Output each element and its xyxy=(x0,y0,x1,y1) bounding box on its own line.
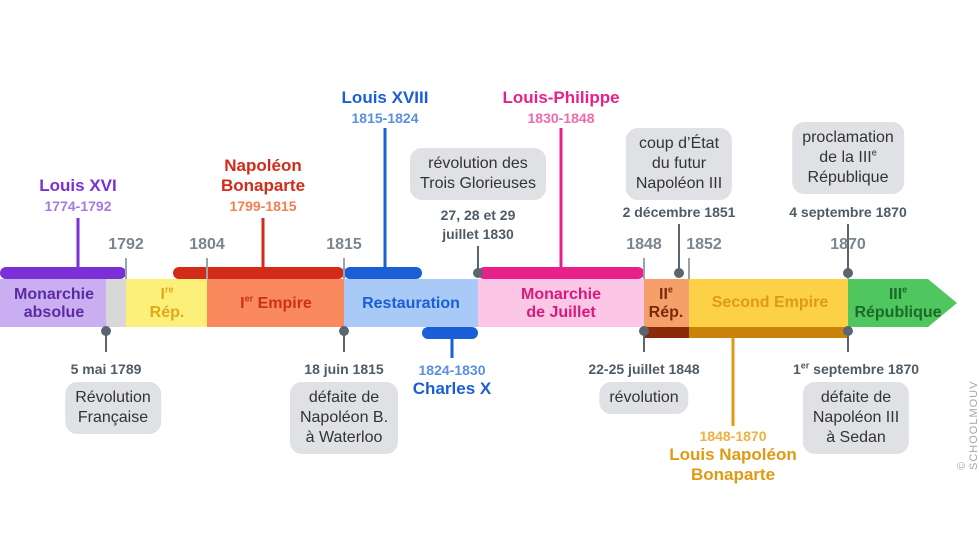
year-1792: 1792 xyxy=(108,236,144,253)
ruler-louis-xviii-name: Louis XVIII xyxy=(341,88,429,107)
bar-charles-x xyxy=(422,327,478,339)
event-coup-etat-bubble: coup d’État du futur Napoléon III xyxy=(625,128,733,200)
segment-monarchie-juillet xyxy=(478,279,644,327)
label-deuxieme-republique: IIe Rép. xyxy=(648,284,684,321)
dot-coup-etat xyxy=(674,268,684,278)
label-troisieme-republique: IIIe République xyxy=(854,284,942,321)
segment-premier-empire xyxy=(207,279,344,327)
event-sedan-bubble: défaite de Napoléon III à Sedan xyxy=(802,382,910,454)
year-1815: 1815 xyxy=(326,236,362,253)
event-revolution-1789-bubble: Révolution Française xyxy=(65,382,161,434)
dot-waterloo xyxy=(339,326,349,336)
segment-premiere-republique xyxy=(126,279,207,327)
bar-louis-xvi xyxy=(0,267,126,279)
dot-proclamation xyxy=(843,268,853,278)
label-restauration: Restauration xyxy=(362,295,460,312)
event-trois-glorieuses-bubble: révolution des Trois Glorieuses xyxy=(410,148,546,200)
ruler-louis-napoleon-name: Louis Napoléon Bonaparte xyxy=(669,445,797,484)
year-1848: 1848 xyxy=(626,236,662,253)
schoolmouv-watermark: © SCHOOLMOUV xyxy=(956,380,979,470)
ruler-charles-x-dates: 1824-1830 xyxy=(418,362,486,378)
label-monarchie-juillet: Monarchie de Juillet xyxy=(520,286,602,321)
dot-revolution-1848 xyxy=(639,326,649,336)
ruler-louis-xvi-dates: 1774-1792 xyxy=(44,198,112,214)
ruler-louis-philippe-name: Louis-Philippe xyxy=(502,88,620,107)
segment-deuxieme-republique xyxy=(644,279,689,327)
event-coup-etat-date: 2 décembre 1851 xyxy=(622,204,736,220)
segment-troisieme-republique xyxy=(848,279,957,327)
dot-trois-glorieuses xyxy=(473,268,483,278)
event-revolution-1848-date: 22-25 juillet 1848 xyxy=(588,361,700,377)
event-waterloo-bubble: défaite de Napoléon B. à Waterloo xyxy=(289,382,399,454)
label-premiere-republique: Ire Rép. xyxy=(149,284,185,321)
event-proclamation-date: 4 septembre 1870 xyxy=(789,204,907,220)
label-second-empire: Second Empire xyxy=(711,294,829,311)
ruler-louis-napoleon-dates: 1848-1870 xyxy=(699,428,767,444)
event-waterloo-date: 18 juin 1815 xyxy=(304,361,384,377)
ruler-charles-x-name: Charles X xyxy=(412,379,492,398)
event-proclamation-bubble: proclamation de la IIIe République xyxy=(792,122,904,194)
segment-gap-1789-1792 xyxy=(106,279,126,327)
event-sedan-date: 1er septembre 1870 xyxy=(792,360,920,377)
ruler-napoleon-dates: 1799-1815 xyxy=(229,198,297,214)
bar-louis-xviii xyxy=(344,267,422,279)
band-louis-napoleon-emperor xyxy=(689,327,848,338)
ruler-louis-xviii-dates: 1815-1824 xyxy=(351,110,419,126)
dot-1789 xyxy=(101,326,111,336)
year-1852: 1852 xyxy=(686,236,722,253)
label-monarchie-absolue: Monarchie absolue xyxy=(13,286,95,321)
year-1870: 1870 xyxy=(830,236,866,253)
event-revolution-1848-bubble: révolution xyxy=(599,382,689,414)
bar-louis-philippe xyxy=(478,267,644,279)
event-trois-glorieuses-date: 27, 28 et 29 juillet 1830 xyxy=(440,207,516,242)
segment-monarchie-absolue xyxy=(0,279,106,327)
event-revolution-1789-date: 5 mai 1789 xyxy=(70,361,142,377)
ruler-louis-xvi-name: Louis XVI xyxy=(39,176,117,195)
segment-second-empire xyxy=(689,279,848,327)
band-louis-napoleon-president xyxy=(644,327,689,338)
bar-napoleon xyxy=(173,267,344,279)
dot-sedan xyxy=(843,326,853,336)
label-premier-empire: Ier Empire xyxy=(240,293,312,312)
ruler-louis-philippe-dates: 1830-1848 xyxy=(527,110,595,126)
ruler-napoleon-name: Napoléon Bonaparte xyxy=(220,156,306,195)
segment-restauration xyxy=(344,279,478,327)
year-1804: 1804 xyxy=(189,236,225,253)
